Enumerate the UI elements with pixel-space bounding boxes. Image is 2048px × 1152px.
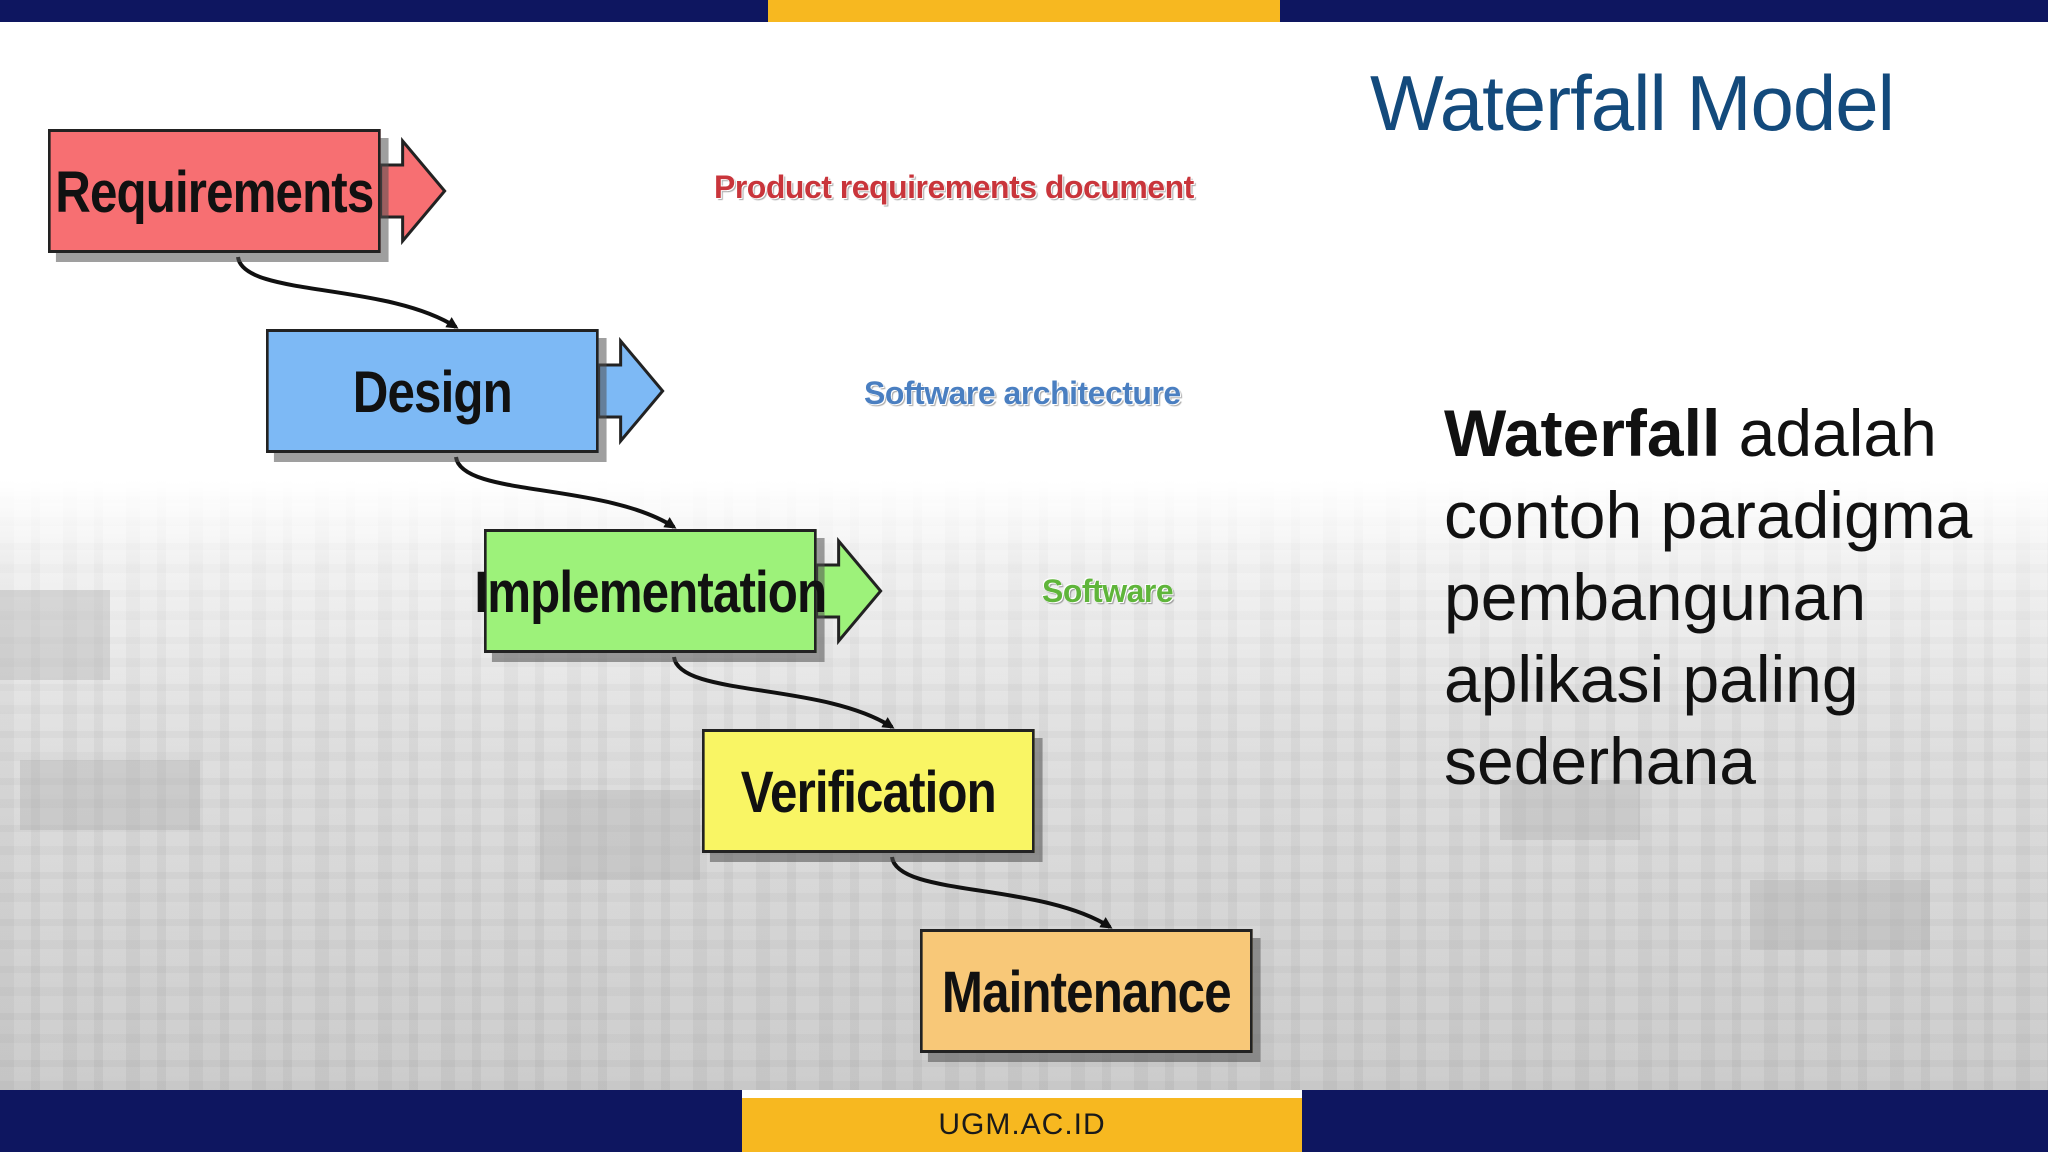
flow-connector xyxy=(454,456,677,529)
bottom-bar-left xyxy=(0,1090,742,1152)
phase-label: Requirements xyxy=(55,157,374,225)
phase-box-requirements: Requirements xyxy=(48,129,381,253)
phase-output-label: Software architecture xyxy=(864,375,1181,411)
background-building xyxy=(1750,880,1930,950)
phase-box-maintenance: Maintenance xyxy=(920,929,1253,1053)
phase-label: Verification xyxy=(740,757,997,825)
background-building xyxy=(20,760,200,830)
flow-connector xyxy=(236,256,459,329)
background-building xyxy=(540,790,700,880)
top-bar-right xyxy=(1280,0,2048,22)
phase-label: Maintenance xyxy=(941,957,1232,1025)
flow-connector xyxy=(672,656,895,729)
output-arrow-icon xyxy=(379,136,447,246)
output-arrow-icon xyxy=(597,336,665,446)
phase-output-label: Software xyxy=(1042,573,1174,609)
phase-box-implementation: Implementation xyxy=(474,529,827,653)
description-keyword: Waterfall xyxy=(1444,396,1721,470)
background-building xyxy=(1500,780,1640,840)
diagram-connectors xyxy=(236,136,1113,929)
top-bar-left xyxy=(0,0,768,22)
phase-box-verification: Verification xyxy=(702,729,1035,853)
bottom-bar-right xyxy=(1302,1090,2048,1152)
slide-title: Waterfall Model xyxy=(1370,59,1895,147)
description-text: Waterfall adalah contoh paradigma pemban… xyxy=(1444,392,2034,802)
output-arrow-icon xyxy=(815,536,883,646)
flow-connector xyxy=(890,856,1113,929)
phase-label: Design xyxy=(352,357,513,425)
phase-box-design: Design xyxy=(266,329,599,453)
footer-website[interactable]: UGM.AC.ID xyxy=(742,1098,1302,1152)
background-building xyxy=(0,590,110,680)
phase-label: Implementation xyxy=(474,557,827,625)
description-body: adalah contoh paradigma pembangunan apli… xyxy=(1444,396,1973,798)
phase-output-label: Product requirements document xyxy=(714,169,1194,205)
top-bar-accent xyxy=(768,0,1280,22)
waterfall-diagram: Requirements Product requirements documen… xyxy=(48,129,1253,1053)
